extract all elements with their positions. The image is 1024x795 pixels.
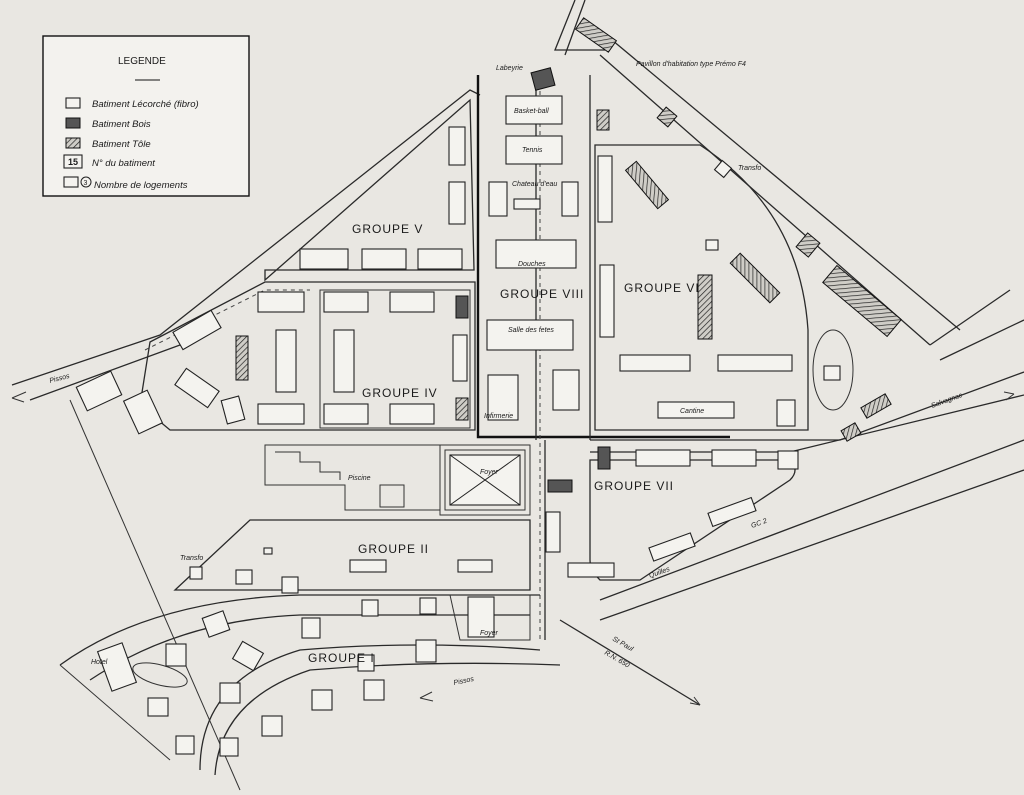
- legend-label-lecorche: Batiment Lécorché (fibro): [92, 99, 199, 110]
- place-cantine: Cantine: [680, 408, 704, 415]
- place-foyer-small: Foyer: [480, 630, 499, 637]
- place-chateau: Chateau d'eau: [512, 181, 557, 188]
- road-salvagnac: Salvagnac: [930, 392, 964, 410]
- group-label-vi: GROUPE VI: [624, 281, 700, 295]
- legend-title: LEGENDE: [118, 56, 166, 67]
- legend-symbol-logements: 3: [84, 180, 88, 187]
- group-label-i: GROUPE I: [308, 651, 375, 665]
- group-label-iv: GROUPE IV: [362, 386, 438, 400]
- legend: LEGENDE Batiment Lécorché (fibro) Batime…: [42, 35, 250, 197]
- place-transfo-w: Transfo: [180, 555, 203, 562]
- legend-symbol-numero: 15: [68, 157, 78, 167]
- place-transfo-ne: Transfo: [738, 165, 761, 172]
- legend-label-bois: Batiment Bois: [92, 119, 151, 130]
- group-label-viii: GROUPE VIII: [500, 287, 584, 301]
- place-piscine: Piscine: [348, 475, 371, 482]
- place-infirmerie: Infirmerie: [484, 413, 513, 420]
- group-label-vii: GROUPE VII: [594, 479, 674, 493]
- place-basket: Basket-ball: [514, 108, 549, 115]
- place-douches: Douches: [518, 261, 546, 268]
- group-label-ii: GROUPE II: [358, 542, 429, 556]
- header-note: Pavillon d'habitation type Prémo F4: [636, 61, 746, 68]
- legend-label-tole: Batiment Tôle: [92, 139, 151, 150]
- road-pissos-s: Pissos: [453, 676, 475, 687]
- group-label-v: GROUPE V: [352, 222, 423, 236]
- legend-label-logements: Nombre de logements: [94, 180, 188, 191]
- place-salle: Salle des fetes: [508, 327, 554, 334]
- road-gc2: GC 2: [750, 518, 768, 530]
- place-foyer: Foyer: [480, 469, 499, 476]
- road-st-paul: St Paul: [611, 636, 634, 654]
- legend-label-numero: N° du batiment: [92, 158, 155, 169]
- buildings-layer: [75, 17, 902, 757]
- road-pissos-w: Pissos: [49, 373, 71, 385]
- place-labeyrie: Labeyrie: [496, 65, 523, 72]
- place-tennis: Tennis: [522, 147, 543, 154]
- place-hotel: Hotel: [91, 659, 108, 666]
